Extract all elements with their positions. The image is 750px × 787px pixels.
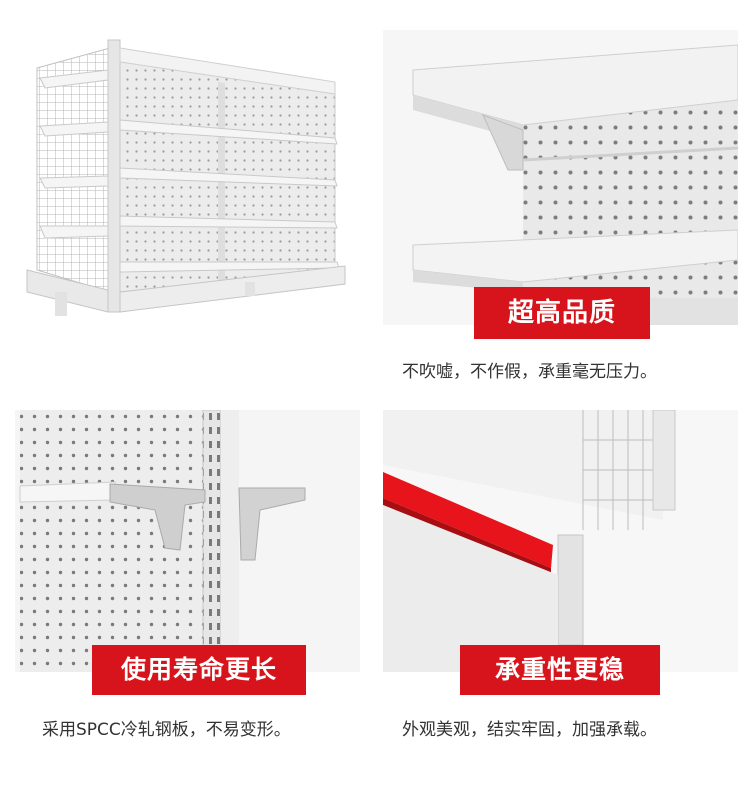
lifespan-badge: 使用寿命更长: [92, 645, 306, 695]
base-price-strip-image: [383, 410, 738, 672]
stability-caption: 外观美观，结实牢固，加强承载。: [402, 720, 657, 740]
shelf-edge-closeup-image: [383, 30, 738, 325]
lifespan-caption: 采用SPCC冷轧钢板，不易变形。: [42, 720, 291, 740]
shelf-overview-image: [15, 30, 360, 330]
stability-badge: 承重性更稳: [460, 645, 660, 695]
pegboard-bracket-image: [15, 410, 360, 672]
quality-caption: 不吹嘘，不作假，承重毫无压力。: [402, 362, 657, 382]
quality-badge: 超高品质: [474, 287, 650, 339]
